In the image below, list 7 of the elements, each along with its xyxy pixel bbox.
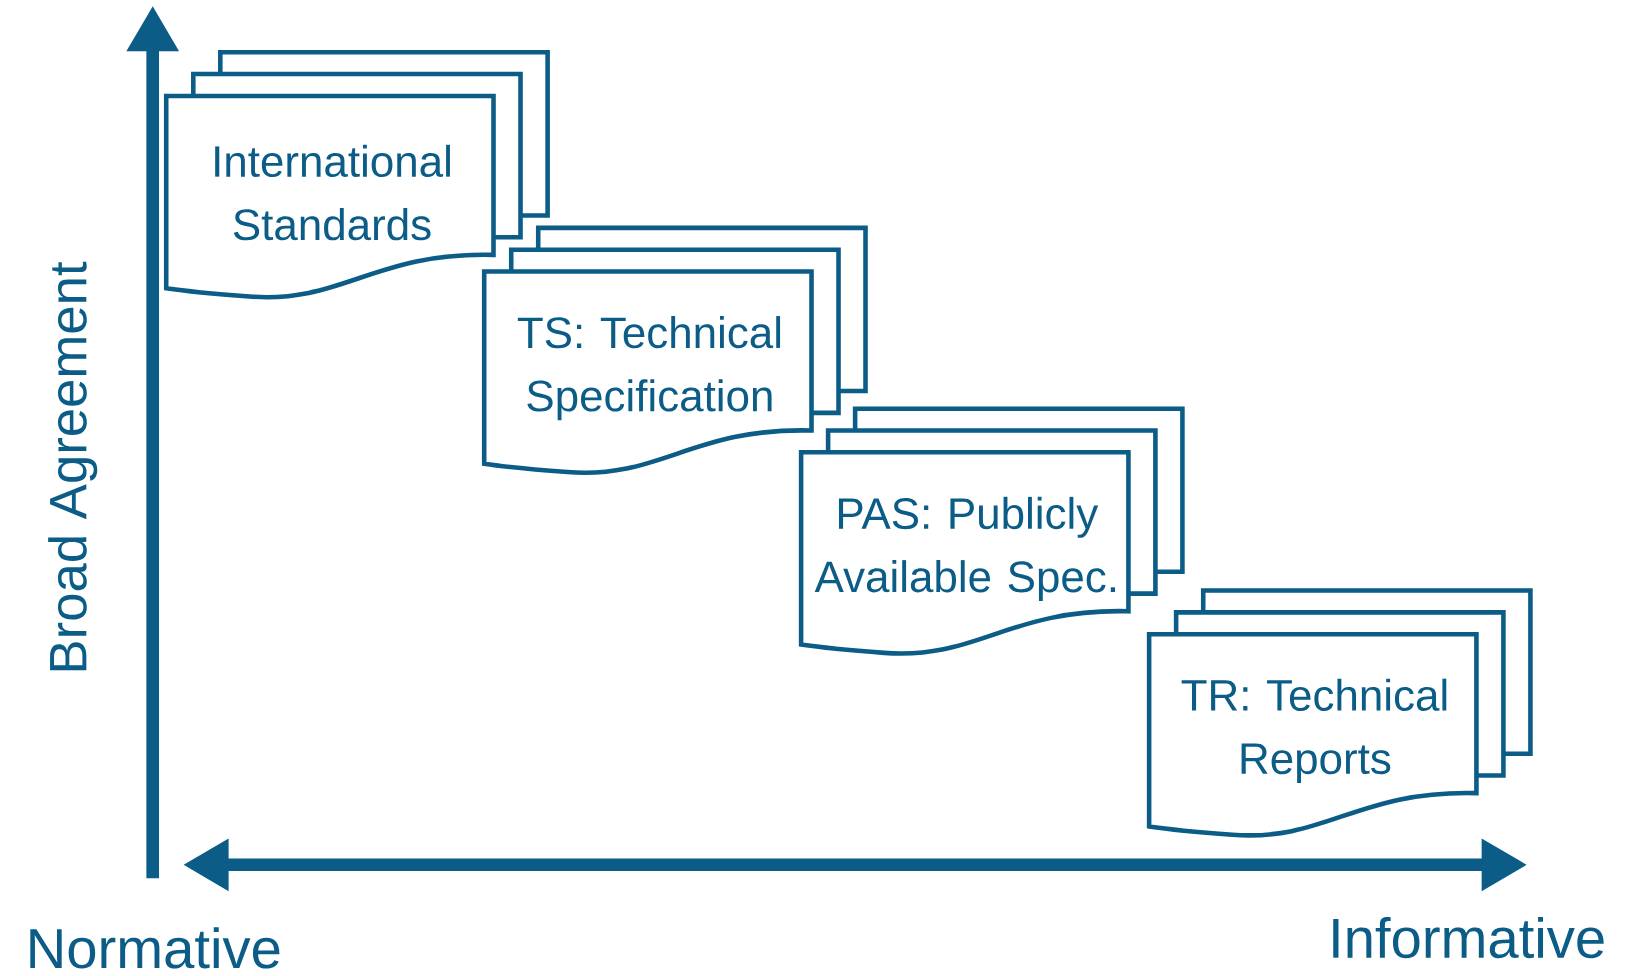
axis-label: Informative <box>1333 916 1604 959</box>
document-stack: TR: Technical Reports <box>1146 588 1533 838</box>
document-stack: TS: Technical Specification <box>481 225 868 476</box>
axis-label: Broad Agreement <box>48 261 98 671</box>
document-stack: PAS: Publicly Available Spec. <box>798 406 1185 656</box>
axis-label: Normative <box>30 927 280 969</box>
document-stack: International Standards <box>163 50 550 300</box>
